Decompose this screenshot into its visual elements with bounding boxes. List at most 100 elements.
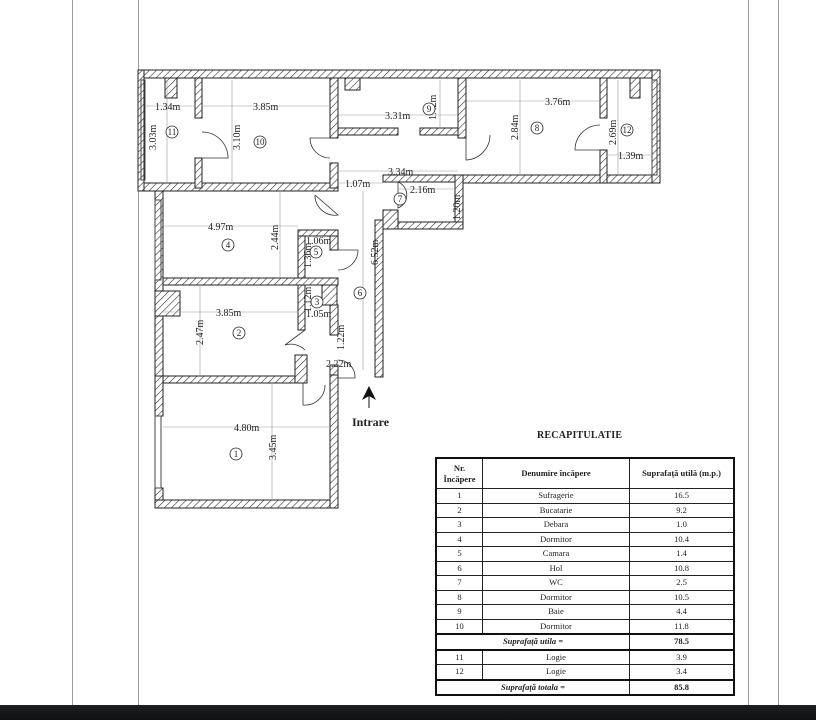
svg-text:11: 11 — [168, 127, 177, 137]
cell-nr: 8 — [435, 589, 483, 605]
cell-area: 1.0 — [629, 517, 735, 533]
dim-7-width: 2.16m — [410, 185, 436, 196]
cell-area: 11.8 — [629, 618, 735, 635]
svg-text:7: 7 — [398, 194, 403, 204]
dim-11-width: 1.34m — [155, 102, 181, 113]
total-row: Suprafață totala = 85.8 — [435, 679, 735, 696]
dim-6-extra: 1.22m — [336, 325, 347, 351]
recap-table: Nr. Încăpere Denumire încăpere Suprafață… — [435, 457, 735, 696]
header-area: Suprafață utilă (m.p.) — [629, 457, 735, 489]
svg-text:2: 2 — [237, 328, 242, 338]
dim-1-height: 3.45m — [268, 435, 279, 461]
cell-area: 4.4 — [629, 604, 735, 620]
cell-nr: 3 — [435, 517, 483, 533]
entrance-arrow-icon — [362, 386, 376, 408]
svg-text:9: 9 — [427, 104, 432, 114]
dim-4-width: 4.97m — [208, 222, 234, 233]
cell-name: Debara — [482, 517, 630, 533]
cell-area: 1.4 — [629, 546, 735, 562]
dim-9-width: 3.31m — [385, 111, 411, 122]
svg-text:4: 4 — [226, 240, 231, 250]
dim-hall-width: 1.07m — [345, 179, 371, 190]
cell-nr: 7 — [435, 575, 483, 591]
total-label: Suprafață totala = — [435, 679, 630, 696]
cell-area: 9.2 — [629, 502, 735, 518]
total-value: 85.8 — [629, 679, 735, 696]
cell-name: Sufragerie — [482, 488, 630, 504]
cell-nr: 11 — [435, 649, 483, 665]
cell-name: Camara — [482, 546, 630, 562]
cell-area: 16.5 — [629, 488, 735, 504]
cell-nr: 4 — [435, 531, 483, 547]
dim-8-height: 2.84m — [510, 115, 521, 141]
dim-7-height: 1.20m — [452, 195, 463, 221]
dim-10-width: 3.85m — [253, 102, 279, 113]
dim-11-height: 3.03m — [148, 125, 159, 151]
header-name: Denumire încăpere — [482, 457, 630, 489]
recap-title: RECAPITULATIE — [537, 430, 623, 441]
bottom-dark-bar — [0, 705, 816, 720]
dim-6-width: 2.22m — [326, 359, 352, 370]
dim-8-width: 3.76m — [545, 97, 571, 108]
entrance-label: Intrare — [352, 415, 390, 429]
cell-nr: 12 — [435, 664, 483, 680]
cell-area: 3.4 — [629, 664, 735, 680]
dim-corridor: 3.34m — [388, 167, 414, 178]
cell-area: 10.5 — [629, 589, 735, 605]
dim-12-width: 1.39m — [618, 151, 644, 162]
subtotal-label: Suprafață utila = — [435, 633, 630, 650]
cell-nr: 1 — [435, 488, 483, 504]
dim-10-height: 3.10m — [232, 125, 243, 151]
dim-5-height: 1.36m — [303, 243, 314, 269]
page-border-left — [72, 0, 73, 705]
cell-area: 10.4 — [629, 531, 735, 547]
cell-name: Dormitor — [482, 589, 630, 605]
cell-nr: 5 — [435, 546, 483, 562]
cell-name: Dormitor — [482, 618, 630, 635]
subtotal-value: 78.5 — [629, 633, 735, 650]
dim-12-height: 2.69m — [608, 120, 619, 146]
cell-name: Bucatarie — [482, 502, 630, 518]
page-border-inner-left — [138, 0, 139, 705]
cell-area: 2.5 — [629, 575, 735, 591]
svg-text:8: 8 — [535, 123, 540, 133]
svg-text:10: 10 — [256, 137, 266, 147]
svg-text:6: 6 — [358, 288, 363, 298]
cell-name: WC — [482, 575, 630, 591]
dim-6-height: 6.52m — [370, 240, 381, 266]
svg-text:12: 12 — [623, 125, 632, 135]
dim-2-height: 2.47m — [195, 320, 206, 346]
dim-5-width: 1.06m — [306, 236, 332, 247]
svg-text:5: 5 — [314, 247, 319, 257]
cell-name: Logie — [482, 664, 630, 680]
cell-nr: 2 — [435, 502, 483, 518]
cell-nr: 10 — [435, 618, 483, 635]
dim-2-width: 3.85m — [216, 308, 242, 319]
page-border-right — [778, 0, 779, 705]
floor-plan: 1.34m 3.85m 3.31m 3.76m 1.39m 3.34m 1.07… — [137, 69, 661, 509]
svg-text:1: 1 — [234, 449, 239, 459]
cell-name: Hol — [482, 560, 630, 576]
cell-name: Dormitor — [482, 531, 630, 547]
table-header: Nr. Încăpere Denumire încăpere Suprafață… — [435, 457, 735, 489]
cell-nr: 9 — [435, 604, 483, 620]
cell-name: Baie — [482, 604, 630, 620]
dim-4-height: 2.44m — [270, 225, 281, 251]
cell-area: 3.9 — [629, 649, 735, 665]
cell-nr: 6 — [435, 560, 483, 576]
cell-name: Logie — [482, 649, 630, 665]
subtotal-row: Suprafață utila = 78.5 — [435, 633, 735, 650]
dim-1-width: 4.80m — [234, 423, 260, 434]
page-border-inner-right — [748, 0, 749, 705]
